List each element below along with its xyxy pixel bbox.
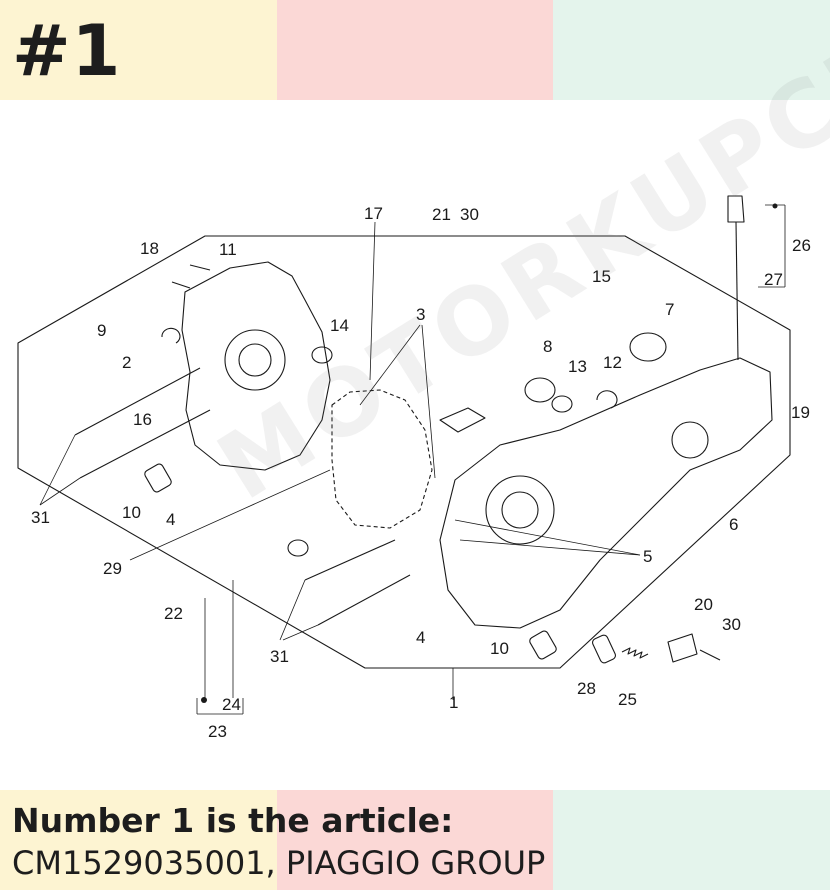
callout-4-right: 4 bbox=[416, 628, 425, 647]
gasket bbox=[331, 389, 433, 529]
callout-4-left: 4 bbox=[166, 510, 175, 529]
top-band-pink bbox=[277, 0, 553, 100]
callout-26: 26 bbox=[792, 236, 811, 255]
right-crankcase-half bbox=[439, 357, 773, 629]
leader-5b bbox=[459, 539, 641, 556]
seal-22 bbox=[287, 539, 309, 557]
bracket-21 bbox=[439, 407, 486, 433]
top-band-mint bbox=[553, 0, 830, 100]
callout-31-center: 31 bbox=[270, 647, 289, 666]
right-small-seat bbox=[671, 421, 709, 459]
callout-20: 20 bbox=[694, 595, 713, 614]
callout-3: 3 bbox=[416, 305, 425, 324]
callout-28: 28 bbox=[577, 679, 596, 698]
bearing-14 bbox=[311, 346, 333, 364]
callout-2: 2 bbox=[122, 353, 131, 372]
callout-30-right: 30 bbox=[722, 615, 741, 634]
bearing-7 bbox=[629, 332, 667, 362]
bush-10-right bbox=[529, 630, 557, 660]
leader-3b bbox=[421, 324, 436, 479]
callout-25: 25 bbox=[618, 690, 637, 709]
callout-22: 22 bbox=[164, 604, 183, 623]
callout-16: 16 bbox=[133, 410, 152, 429]
bottom-band-mint bbox=[553, 790, 830, 890]
right-bearing-seat bbox=[485, 475, 555, 545]
bearing-13 bbox=[551, 395, 573, 413]
bottom-band-yellow bbox=[0, 790, 277, 890]
stud-31-a bbox=[74, 367, 201, 436]
callout-31-left: 31 bbox=[31, 508, 50, 527]
stud-31-b bbox=[79, 409, 211, 479]
circlip-2 bbox=[161, 327, 181, 344]
left-crankcase-half bbox=[181, 261, 331, 471]
callout-11: 11 bbox=[219, 240, 237, 259]
top-color-band bbox=[0, 0, 830, 100]
callout-8: 8 bbox=[543, 337, 552, 356]
callout-5: 5 bbox=[643, 547, 652, 566]
spring-25 bbox=[621, 647, 649, 659]
callout-17: 17 bbox=[364, 204, 383, 223]
callout-1: 1 bbox=[449, 693, 458, 712]
plate-20 bbox=[667, 633, 698, 663]
callout-13: 13 bbox=[568, 357, 587, 376]
callout-18: 18 bbox=[140, 239, 159, 258]
callout-15: 15 bbox=[592, 267, 611, 286]
callout-21: 21 bbox=[432, 205, 451, 224]
pin-28 bbox=[592, 634, 616, 664]
circlip-12 bbox=[596, 390, 618, 409]
callout-27: 27 bbox=[764, 270, 783, 289]
bolt-30 bbox=[699, 649, 721, 661]
callout-9: 9 bbox=[97, 321, 106, 340]
bolt-11 bbox=[189, 264, 211, 271]
left-bearing-seat bbox=[224, 329, 286, 391]
dipstick-cap bbox=[727, 195, 745, 223]
stud-31-c bbox=[304, 539, 396, 581]
leader-31c bbox=[279, 579, 306, 641]
leader-3a bbox=[359, 324, 421, 406]
reference-dot-26 bbox=[772, 203, 778, 209]
callout-30-top: 30 bbox=[460, 205, 479, 224]
callout-23: 23 bbox=[208, 722, 227, 741]
page-number: #1 bbox=[12, 10, 122, 92]
leader-31a bbox=[39, 434, 76, 506]
callout-10-left: 10 bbox=[122, 503, 141, 522]
callout-10-right: 10 bbox=[490, 639, 509, 658]
article-code: CM1529035001, PIAGGIO GROUP bbox=[12, 844, 546, 882]
leader-31d bbox=[282, 624, 319, 641]
callout-29: 29 bbox=[103, 559, 122, 578]
leader-17 bbox=[369, 221, 376, 381]
callout-24: 24 bbox=[222, 695, 241, 714]
article-caption-heading: Number 1 is the article: bbox=[12, 801, 454, 840]
bottom-color-band bbox=[0, 790, 830, 890]
article-caption: Number 1 is the article: CM1529035001, P… bbox=[12, 800, 812, 884]
bolt-18 bbox=[171, 281, 191, 289]
dipstick-shaft bbox=[735, 221, 739, 361]
callout-14: 14 bbox=[330, 316, 349, 335]
bearing-8 bbox=[524, 377, 556, 403]
top-band-yellow bbox=[0, 0, 277, 100]
leader-31b bbox=[39, 477, 81, 506]
stud-31-d bbox=[317, 574, 411, 626]
bottom-band-pink bbox=[277, 790, 553, 890]
right-bearing-inner bbox=[501, 491, 539, 529]
callout-6: 6 bbox=[729, 515, 738, 534]
bush-10-left bbox=[144, 463, 172, 493]
left-bearing-inner bbox=[238, 343, 272, 377]
assembly-outline bbox=[17, 235, 791, 669]
callout-19: 19 bbox=[791, 403, 810, 422]
exploded-parts-diagram: 1 2 3 4 4 5 6 7 8 9 10 10 11 12 13 14 15… bbox=[17, 195, 811, 741]
callout-12: 12 bbox=[603, 353, 622, 372]
leader-29 bbox=[129, 469, 331, 561]
leader-5a bbox=[454, 519, 641, 556]
callout-7: 7 bbox=[665, 300, 674, 319]
reference-dot-23 bbox=[201, 697, 207, 703]
